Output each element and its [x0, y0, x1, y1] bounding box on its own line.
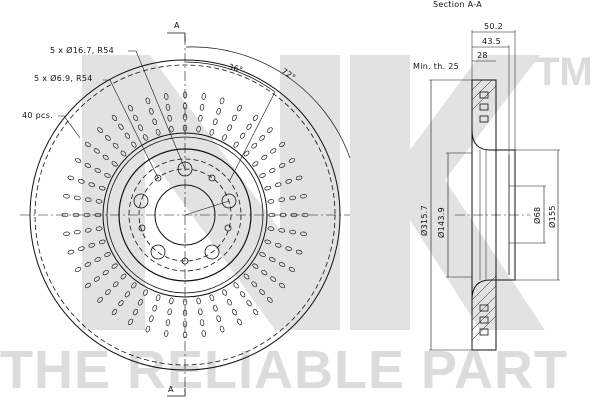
section-title: Section A-A	[433, 0, 483, 9]
small-holes-callout: 5 x Ø6.9, R54	[34, 74, 93, 83]
center-bore-label: Ø68	[533, 206, 542, 224]
section-marker-top: A	[174, 21, 180, 30]
width-hub-label: 43.5	[482, 37, 502, 46]
hat-diameter-label: Ø155	[548, 205, 557, 228]
width-disc-label: 28	[477, 51, 488, 60]
section-view	[429, 30, 560, 351]
section-marker-bottom: A	[168, 385, 174, 394]
hub-diameter-label: Ø143.9	[437, 207, 446, 238]
outer-diameter-label: Ø315.7	[420, 205, 429, 236]
min-thickness-label: Min. th. 25	[413, 62, 460, 71]
trademark-text: TM	[535, 50, 593, 94]
width-total-label: 50.2	[484, 22, 504, 31]
bolt-holes-callout: 5 x Ø16.7, R54	[50, 46, 115, 55]
front-view	[20, 32, 351, 397]
vent-holes-callout: 40 pcs.	[22, 111, 54, 120]
